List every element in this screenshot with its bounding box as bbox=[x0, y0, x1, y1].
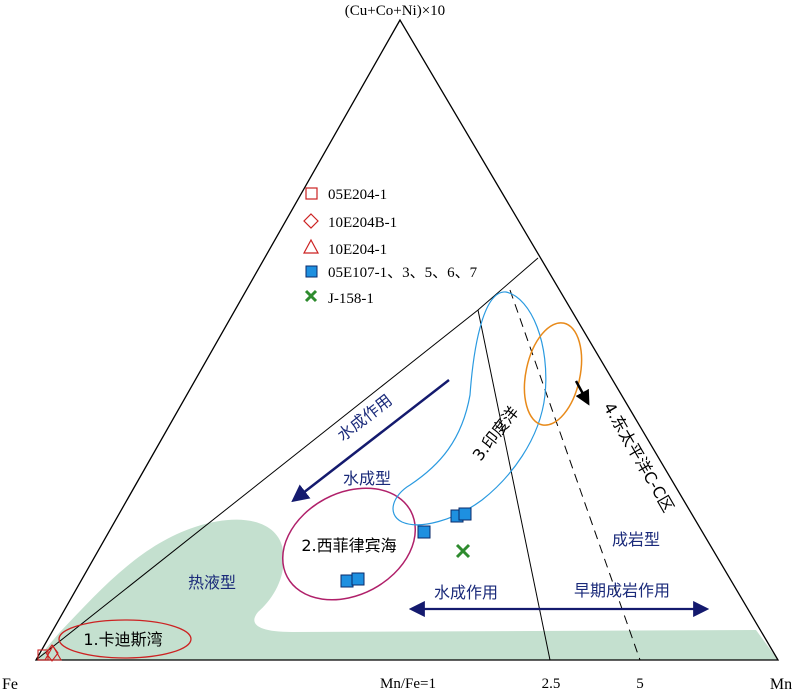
sample-point bbox=[340, 574, 354, 588]
hydrothermal-label: 热液型 bbox=[188, 573, 236, 592]
kadi-ellipse bbox=[58, 619, 192, 659]
trend-black-arrow bbox=[574, 380, 590, 406]
tick-2-5: 2.5 bbox=[542, 676, 561, 692]
boundary-2-5-line bbox=[477, 257, 539, 311]
sample-point bbox=[351, 572, 365, 586]
early-diagenesis-label: 早期成岩作用 bbox=[574, 581, 670, 600]
legend-label: 10E204-1 bbox=[328, 242, 387, 258]
sample-point bbox=[417, 525, 431, 539]
legend-open-diamond-icon bbox=[303, 213, 319, 229]
legend-label: 10E204B-1 bbox=[328, 215, 397, 231]
green-x-sample bbox=[455, 543, 471, 559]
mn-vertex-label: Mn bbox=[770, 676, 792, 693]
legend-label: 05E107-1、3、5、6、7 bbox=[328, 265, 478, 281]
legend-open-square-icon bbox=[305, 187, 318, 200]
legend-open-triangle-icon bbox=[302, 238, 320, 254]
sample-point bbox=[458, 507, 472, 521]
philippine-label: 2.西菲律宾海 bbox=[301, 536, 396, 555]
east-pacific-label: 4.东太平洋C-C区 bbox=[600, 399, 678, 515]
mn-fe-2-5-line bbox=[477, 309, 551, 661]
hydrogenetic-label: 水成型 bbox=[343, 469, 391, 488]
ternary-triangle bbox=[34, 18, 780, 661]
mn-fe-1-line bbox=[35, 309, 479, 661]
mn-fe-5-dashed-line bbox=[509, 289, 641, 661]
philippine-ellipse bbox=[281, 487, 417, 601]
red-sample-points bbox=[37, 644, 62, 662]
legend-filled-square-icon bbox=[305, 265, 318, 278]
legend: 05E204-1 10E204B-1 10E204-1 05E107-1、3、5… bbox=[302, 187, 478, 307]
fe-vertex-label: Fe bbox=[2, 676, 18, 693]
hydrogenesis-diagonal-label: 水成作用 bbox=[334, 390, 396, 444]
east-pacific-ellipse bbox=[523, 322, 583, 426]
tick-5: 5 bbox=[636, 676, 644, 692]
blue-sample-points bbox=[340, 507, 472, 588]
top-vertex-label: (Cu+Co+Ni)×10 bbox=[345, 3, 445, 19]
hydrogenesis-horizontal-label: 水成作用 bbox=[434, 583, 498, 602]
diagenetic-label: 成岩型 bbox=[612, 530, 660, 549]
legend-label: J-158-1 bbox=[328, 291, 374, 307]
hydrothermal-field bbox=[36, 519, 778, 660]
sample-point bbox=[44, 644, 62, 661]
legend-label: 05E204-1 bbox=[328, 187, 387, 203]
kadi-label: 1.卡迪斯湾 bbox=[83, 630, 162, 649]
indian-ocean-label: 3.印度洋 bbox=[469, 403, 523, 465]
indian-ocean-contour bbox=[392, 291, 547, 526]
hydrogenesis-diagonal-arrow bbox=[291, 379, 450, 503]
legend-x-cross-icon bbox=[304, 289, 318, 303]
tick-mn-fe-1: Mn/Fe=1 bbox=[380, 676, 436, 692]
